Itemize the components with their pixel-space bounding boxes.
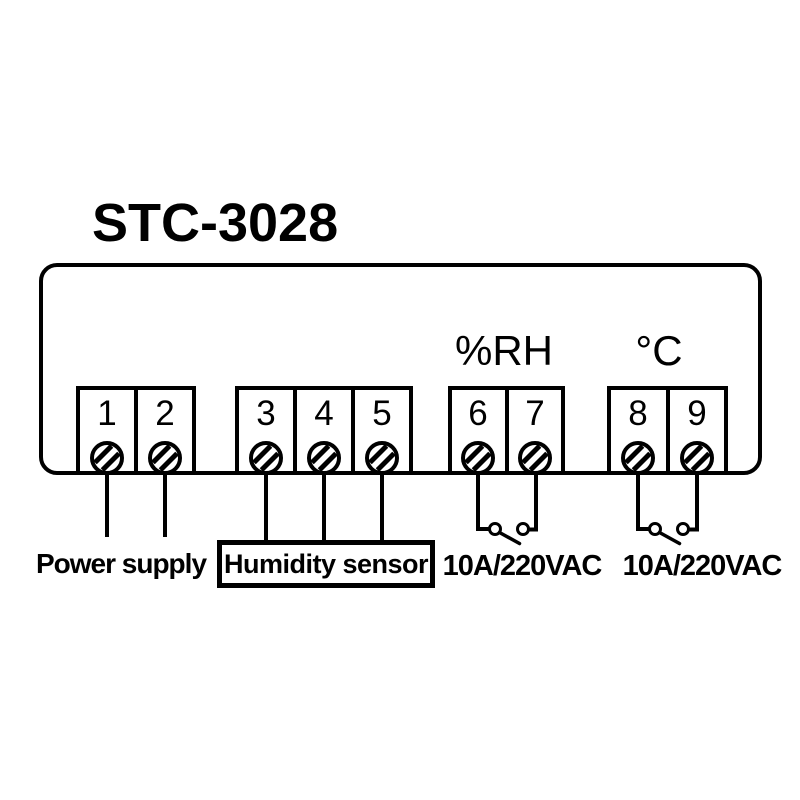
humidity-relay-rating-label: 10A/220VAC [442, 550, 603, 582]
terminal-number-5: 5 [372, 394, 392, 433]
terminal-number-1: 1 [97, 394, 117, 433]
screw-terminal-5 [367, 443, 397, 473]
screw-terminal-3 [251, 443, 281, 473]
terminal-number-4: 4 [314, 394, 334, 433]
temperature-relay-rating-label: 10A/220VAC [622, 550, 783, 582]
screw-terminal-8 [623, 443, 653, 473]
contact-pole-right [516, 522, 530, 536]
contact-pole-right [676, 522, 690, 536]
contact-blade [657, 530, 682, 546]
terminal-number-3: 3 [256, 394, 276, 433]
humidity-sensor-box: Humidity sensor [217, 540, 435, 588]
power-supply-label: Power supply [35, 548, 207, 579]
humidity-sensor-label: Humidity sensor [223, 548, 429, 579]
terminal-blocks [76, 386, 728, 475]
temperature-relay-contact [636, 458, 699, 546]
contact-pole-left [648, 522, 662, 536]
screw-terminal-2 [150, 443, 180, 473]
humidity-unit-label: %RH [454, 327, 553, 374]
screw-terminal-9 [682, 443, 712, 473]
model-title: STC-3028 [92, 193, 339, 253]
terminal-number-2: 2 [155, 394, 175, 433]
contact-blade [497, 530, 522, 546]
terminal-number-9: 9 [687, 394, 707, 433]
screw-terminal-6 [463, 443, 493, 473]
contact-pole-left [488, 522, 502, 536]
terminal-number-7: 7 [525, 394, 545, 433]
terminal-wires [105, 458, 384, 543]
screw-terminal-4 [309, 443, 339, 473]
temperature-unit-label: °C [635, 327, 683, 374]
humidity-relay-contact [476, 458, 538, 546]
screw-terminals [92, 443, 712, 473]
terminal-number-6: 6 [468, 394, 488, 433]
terminal-number-8: 8 [628, 394, 648, 433]
screw-terminal-7 [520, 443, 550, 473]
screw-terminal-1 [92, 443, 122, 473]
